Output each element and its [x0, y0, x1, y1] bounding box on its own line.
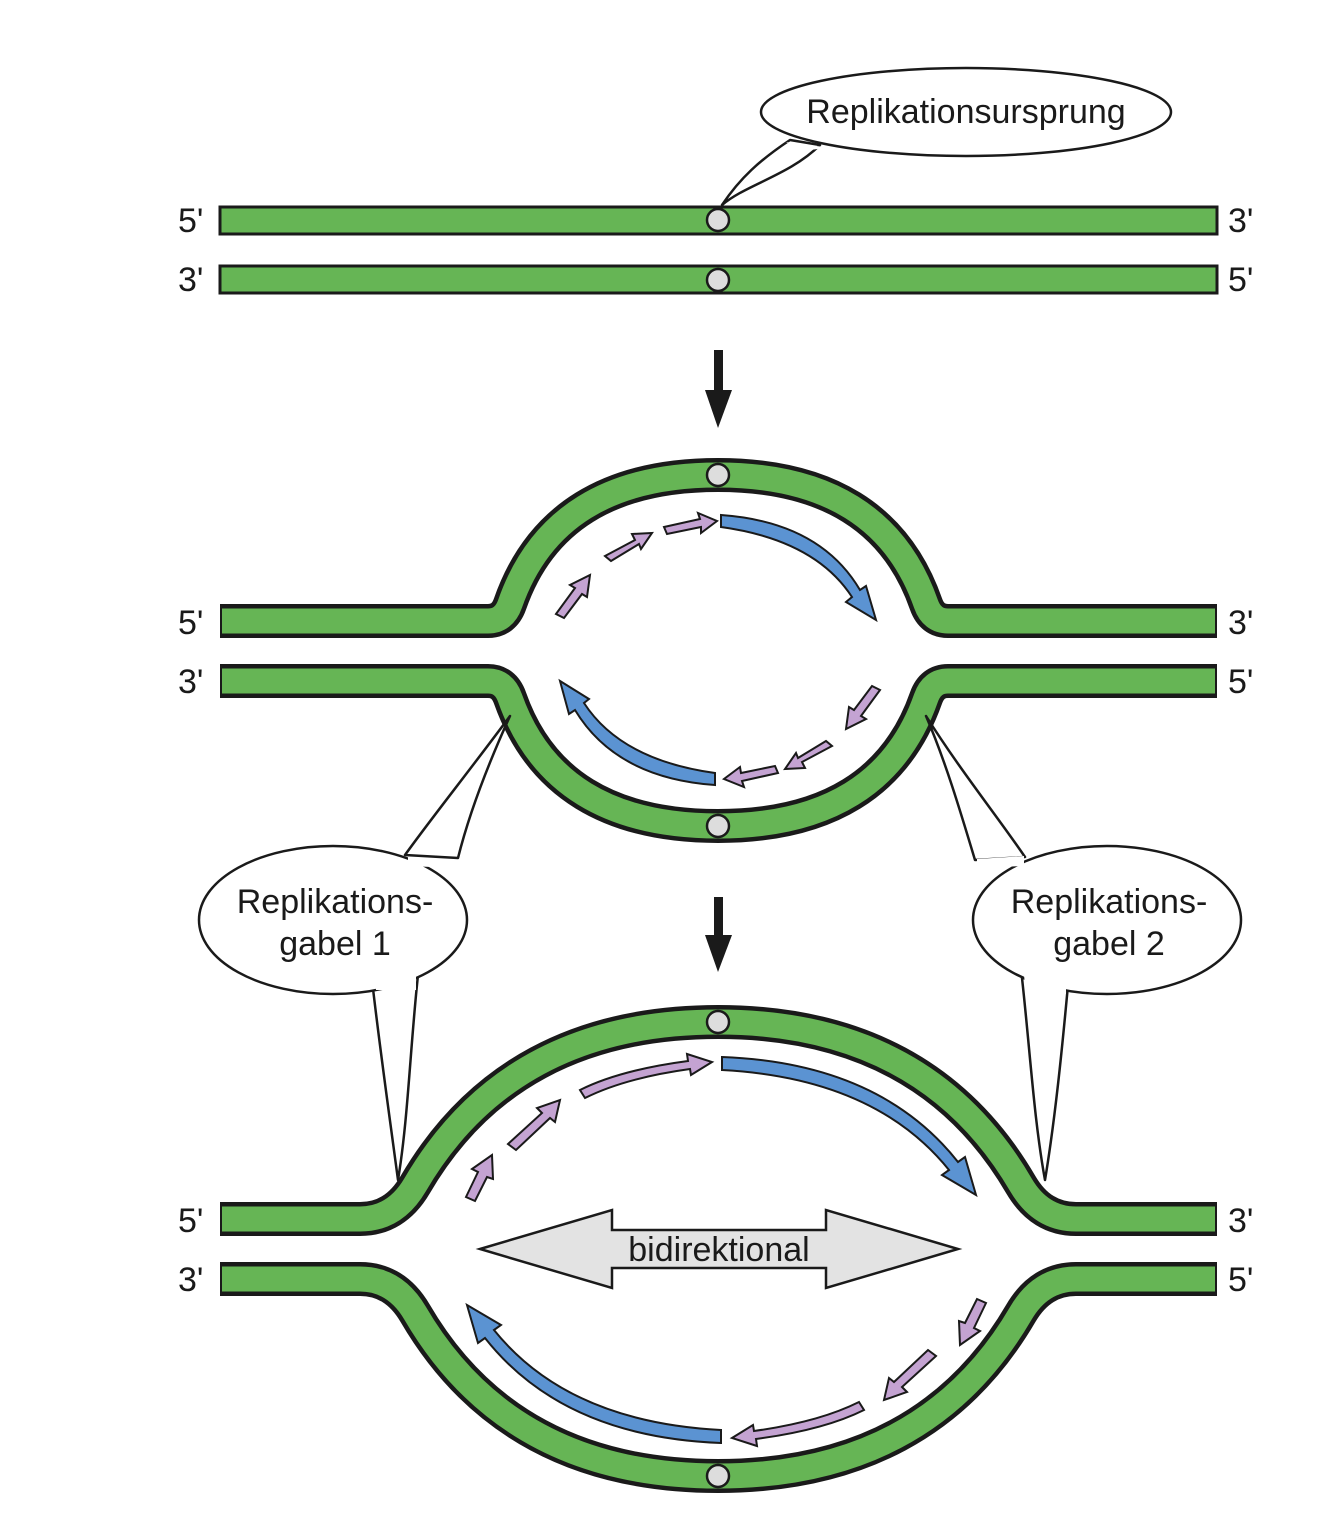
- bottom-strand-2-outline: [220, 664, 1217, 843]
- okazaki-fragment-icon: [729, 1400, 866, 1448]
- origin-marker-icon: [705, 207, 731, 233]
- fork-callout-1: Replikations- gabel 1: [197, 714, 512, 1182]
- end-label-bottom-right: 5': [1228, 1261, 1253, 1299]
- bidirectional-label: bidirektional: [628, 1231, 809, 1269]
- okazaki-fragment-icon: [506, 1098, 562, 1152]
- stage-late-bubble: 5' 3' 3' 5' bidirektional: [178, 1005, 1253, 1493]
- okazaki-fragment-icon: [603, 531, 654, 563]
- fork2-label-line1: Replikations-: [1011, 883, 1208, 921]
- fork1-label-line2: gabel 1: [279, 925, 391, 963]
- end-label-bottom-left: 3': [178, 663, 203, 701]
- origin-callout: Replikationsursprung: [720, 66, 1173, 207]
- fork-callout-2: Replikations- gabel 2: [924, 714, 1243, 1182]
- leading-strand-arrow-icon: [465, 1302, 722, 1445]
- origin-marker-icon: [705, 813, 731, 839]
- bottom-strand-2: [222, 668, 1215, 839]
- okazaki-fragment-icon: [662, 511, 719, 536]
- leading-strand-arrow-icon: [721, 1055, 978, 1198]
- okazaki-fragment-icon: [721, 764, 780, 789]
- okazaki-fragment-icon: [578, 1052, 715, 1100]
- end-label-top-left: 5': [178, 1202, 203, 1240]
- bottom-strand-3-outline: [220, 1262, 1217, 1493]
- leading-strand-arrow-icon: [558, 678, 716, 787]
- okazaki-fragment-icon: [464, 1153, 495, 1203]
- end-label-top-left: 5': [178, 604, 203, 642]
- end-label-top-right: 3': [1228, 202, 1253, 240]
- stage-unreplicated: 5' 3' 3' 5' Replikationsursprung: [178, 66, 1253, 299]
- okazaki-fragment-icon: [554, 573, 592, 620]
- top-strand-3-outline: [220, 1005, 1217, 1236]
- bidirectional-arrow-icon: bidirektional: [475, 1208, 963, 1290]
- okazaki-fragment-icon: [882, 1348, 938, 1402]
- fork2-label-line2: gabel 2: [1053, 925, 1165, 963]
- origin-marker-icon: [705, 462, 731, 488]
- bottom-strand-3: [222, 1266, 1215, 1489]
- stage-early-bubble: 5' 3' 3' 5': [178, 458, 1253, 843]
- end-label-bottom-right: 5': [1228, 663, 1253, 701]
- end-label-bottom-left: 3': [178, 261, 203, 299]
- end-label-bottom-left: 3': [178, 1261, 203, 1299]
- end-label-top-left: 5': [178, 202, 203, 240]
- top-strand-3: [222, 1009, 1215, 1232]
- down-arrow-icon: [705, 897, 732, 972]
- top-strand-2: [222, 462, 1215, 634]
- fork1-label-line1: Replikations-: [237, 883, 434, 921]
- okazaki-fragment-icon: [783, 739, 834, 771]
- top-strand-2-outline: [220, 458, 1217, 638]
- end-label-bottom-right: 5': [1228, 261, 1253, 299]
- origin-marker-icon: [705, 1009, 731, 1035]
- leading-strand-arrow-icon: [720, 513, 878, 623]
- origin-marker-icon: [705, 267, 731, 293]
- origin-label: Replikationsursprung: [806, 93, 1125, 131]
- end-label-top-right: 3': [1228, 1202, 1253, 1240]
- end-label-top-right: 3': [1228, 604, 1253, 642]
- down-arrow-icon: [705, 350, 732, 428]
- okazaki-fragment-icon: [957, 1297, 988, 1347]
- okazaki-fragment-icon: [844, 684, 882, 731]
- origin-marker-icon: [705, 1463, 731, 1489]
